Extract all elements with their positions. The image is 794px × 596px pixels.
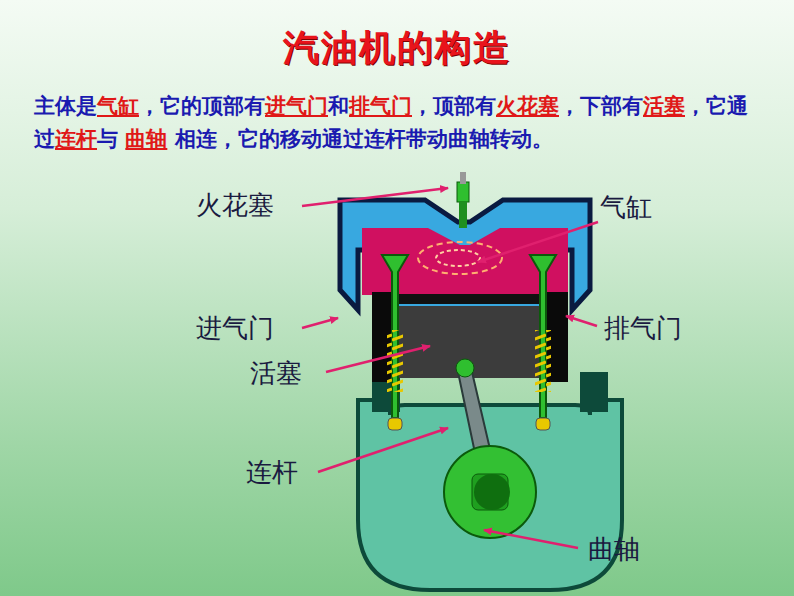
- highlighted-term: 活塞: [643, 94, 685, 118]
- intake-valve: [382, 255, 408, 418]
- valve-spring: [387, 330, 403, 392]
- highlighted-term: 连杆: [55, 127, 97, 151]
- case-wall: [580, 372, 608, 412]
- paragraph-text: 相连，它的移动通过连杆带动曲轴转动。: [167, 127, 552, 151]
- leader-lines: [302, 188, 598, 548]
- spark-plug-tip: [460, 172, 466, 184]
- highlighted-term: 气缸: [97, 94, 139, 118]
- highlighted-term: 火花塞: [496, 94, 559, 118]
- spark-plug: [457, 182, 469, 202]
- piston-ring: [394, 294, 546, 304]
- part-label: 气缸: [600, 190, 652, 225]
- crank-axle: [474, 474, 510, 510]
- paragraph-text: 和: [328, 94, 349, 118]
- highlighted-term: 排气门: [349, 94, 412, 118]
- piston: [394, 306, 546, 378]
- paragraph-text: ，它的顶部有: [139, 94, 265, 118]
- valve-spring: [535, 330, 551, 392]
- spark-plug-body: [459, 202, 467, 228]
- paragraph-text: 主体是: [34, 94, 97, 118]
- paragraph-text: 与: [97, 127, 125, 151]
- part-label: 连杆: [246, 455, 298, 490]
- highlighted-term: 进气门: [265, 94, 328, 118]
- spark-flame: [436, 250, 480, 266]
- part-label: 火花塞: [196, 188, 274, 223]
- description-paragraph: 主体是气缸，它的顶部有进气门和排气门，顶部有火花塞，下部有活塞，它通过连杆与 曲…: [34, 90, 764, 156]
- part-label: 进气门: [196, 311, 274, 346]
- highlighted-term: 曲轴: [125, 127, 167, 151]
- valve-tappet: [536, 418, 550, 430]
- part-label: 曲轴: [588, 532, 640, 567]
- crank-wheel: [444, 446, 536, 538]
- title: 汽油机的构造: [0, 24, 794, 73]
- valve-tappet: [388, 418, 402, 430]
- piston-pin: [456, 359, 474, 377]
- part-label: 排气门: [604, 311, 682, 346]
- exhaust-valve: [530, 255, 556, 418]
- crankcase: [358, 400, 622, 590]
- part-label: 活塞: [250, 356, 302, 391]
- paragraph-text: ，顶部有: [412, 94, 496, 118]
- paragraph-text: ，下部有: [559, 94, 643, 118]
